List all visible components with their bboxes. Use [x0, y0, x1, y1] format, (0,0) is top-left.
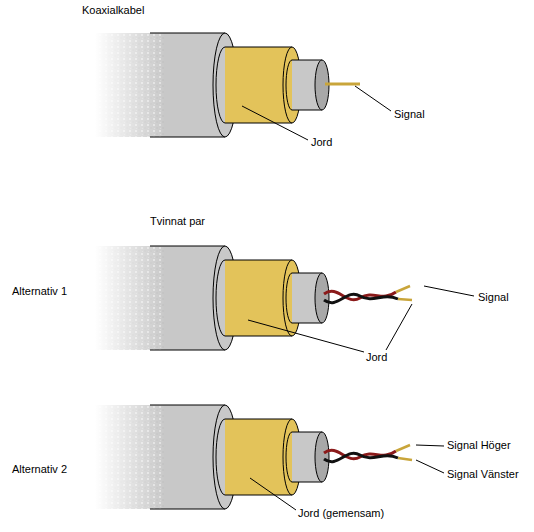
cable-title: Tvinnat par	[150, 215, 205, 228]
signal-label: Signal	[394, 108, 425, 121]
ground-label: Jord	[366, 351, 387, 364]
option-label: Alternativ 2	[12, 463, 67, 476]
signal-label: Signal Höger	[447, 439, 511, 452]
ground-label: Jord	[311, 136, 332, 149]
option-label: Alternativ 1	[12, 285, 67, 298]
signal-label: Signal	[478, 291, 509, 304]
ground-label: Jord (gemensam)	[298, 507, 384, 520]
cable-title: Koaxialkabel	[82, 4, 144, 17]
signal-label: Signal Vänster	[447, 468, 519, 481]
